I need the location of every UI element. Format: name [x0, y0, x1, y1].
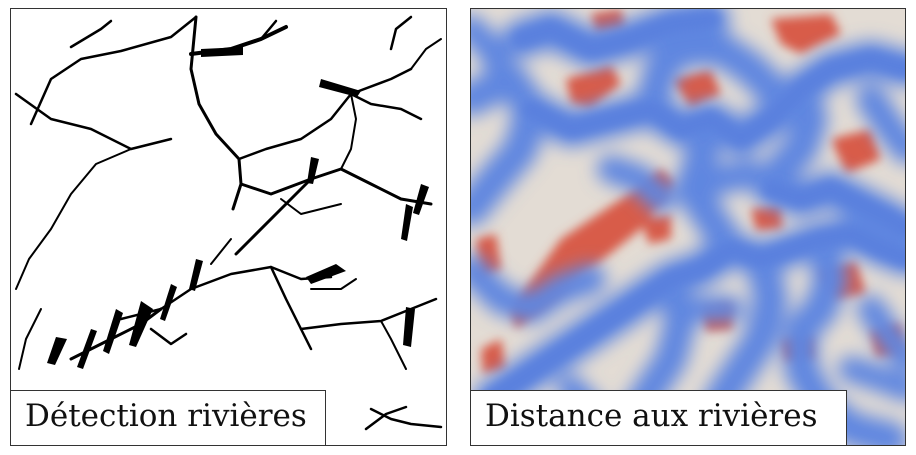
river-detection-image: [14, 15, 443, 431]
caption-detection: Détection rivières: [11, 390, 326, 445]
river-distance-panel: Distance aux rivières: [470, 8, 906, 446]
river-distance-heatmap: [471, 9, 905, 445]
river-detection-panel: Détection rivières: [10, 8, 447, 446]
caption-distance: Distance aux rivières: [471, 390, 847, 445]
